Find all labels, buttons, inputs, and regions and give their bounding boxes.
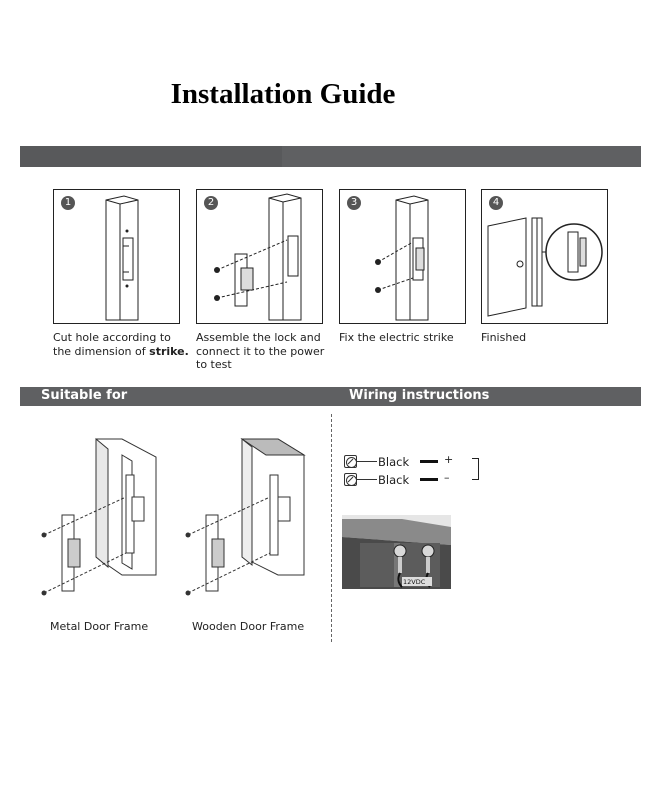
suitable-for-heading: Suitable for: [41, 388, 128, 403]
terminal-icon: [344, 473, 357, 486]
voltage-label: 12VDC: [403, 578, 426, 586]
section-bar: Suitable for Wiring instructions: [20, 387, 641, 406]
header-bar: [20, 146, 641, 167]
section-divider: [331, 414, 332, 642]
assemble-lock-illustration: [214, 193, 302, 321]
step-number: 3: [347, 196, 361, 210]
wire-label: Black: [378, 455, 410, 469]
step-3-panel: 3: [339, 189, 466, 324]
page-title: Installation Guide: [170, 78, 396, 110]
polarity-sign: –: [444, 471, 450, 484]
fix-strike-illustration: [375, 195, 429, 321]
step-number: 4: [489, 196, 503, 210]
step-1-caption: Cut hole according to the dimension of s…: [53, 331, 189, 358]
step-2-caption: Assemble the lock and connect it to the …: [196, 331, 325, 371]
polarity-sign: +: [444, 453, 454, 466]
bracket-icon: [472, 458, 479, 480]
wooden-frame-label: Wooden Door Frame: [192, 620, 305, 633]
finished-illustration: [487, 217, 603, 317]
wiring-heading: Wiring instructions: [349, 388, 490, 403]
wire-label: Black: [378, 473, 410, 487]
wire-line: [420, 478, 438, 481]
step-1-panel: 1: [53, 189, 180, 324]
step-3-caption: Fix the electric strike: [339, 331, 454, 344]
metal-frame-label: Metal Door Frame: [50, 620, 149, 633]
wire-line: [420, 460, 438, 463]
terminal-photo: 12VDC: [342, 515, 451, 589]
step-4-panel: 4: [481, 189, 608, 324]
metal-door-frame-illustration: [41, 437, 157, 596]
step-4-caption: Finished: [481, 331, 527, 344]
terminal-icon: [344, 455, 357, 468]
step-number: 1: [61, 196, 75, 210]
step-2-panel: 2: [196, 189, 323, 324]
cut-hole-illustration: [105, 195, 139, 321]
wooden-door-frame-illustration: [185, 437, 306, 596]
step-number: 2: [204, 196, 218, 210]
